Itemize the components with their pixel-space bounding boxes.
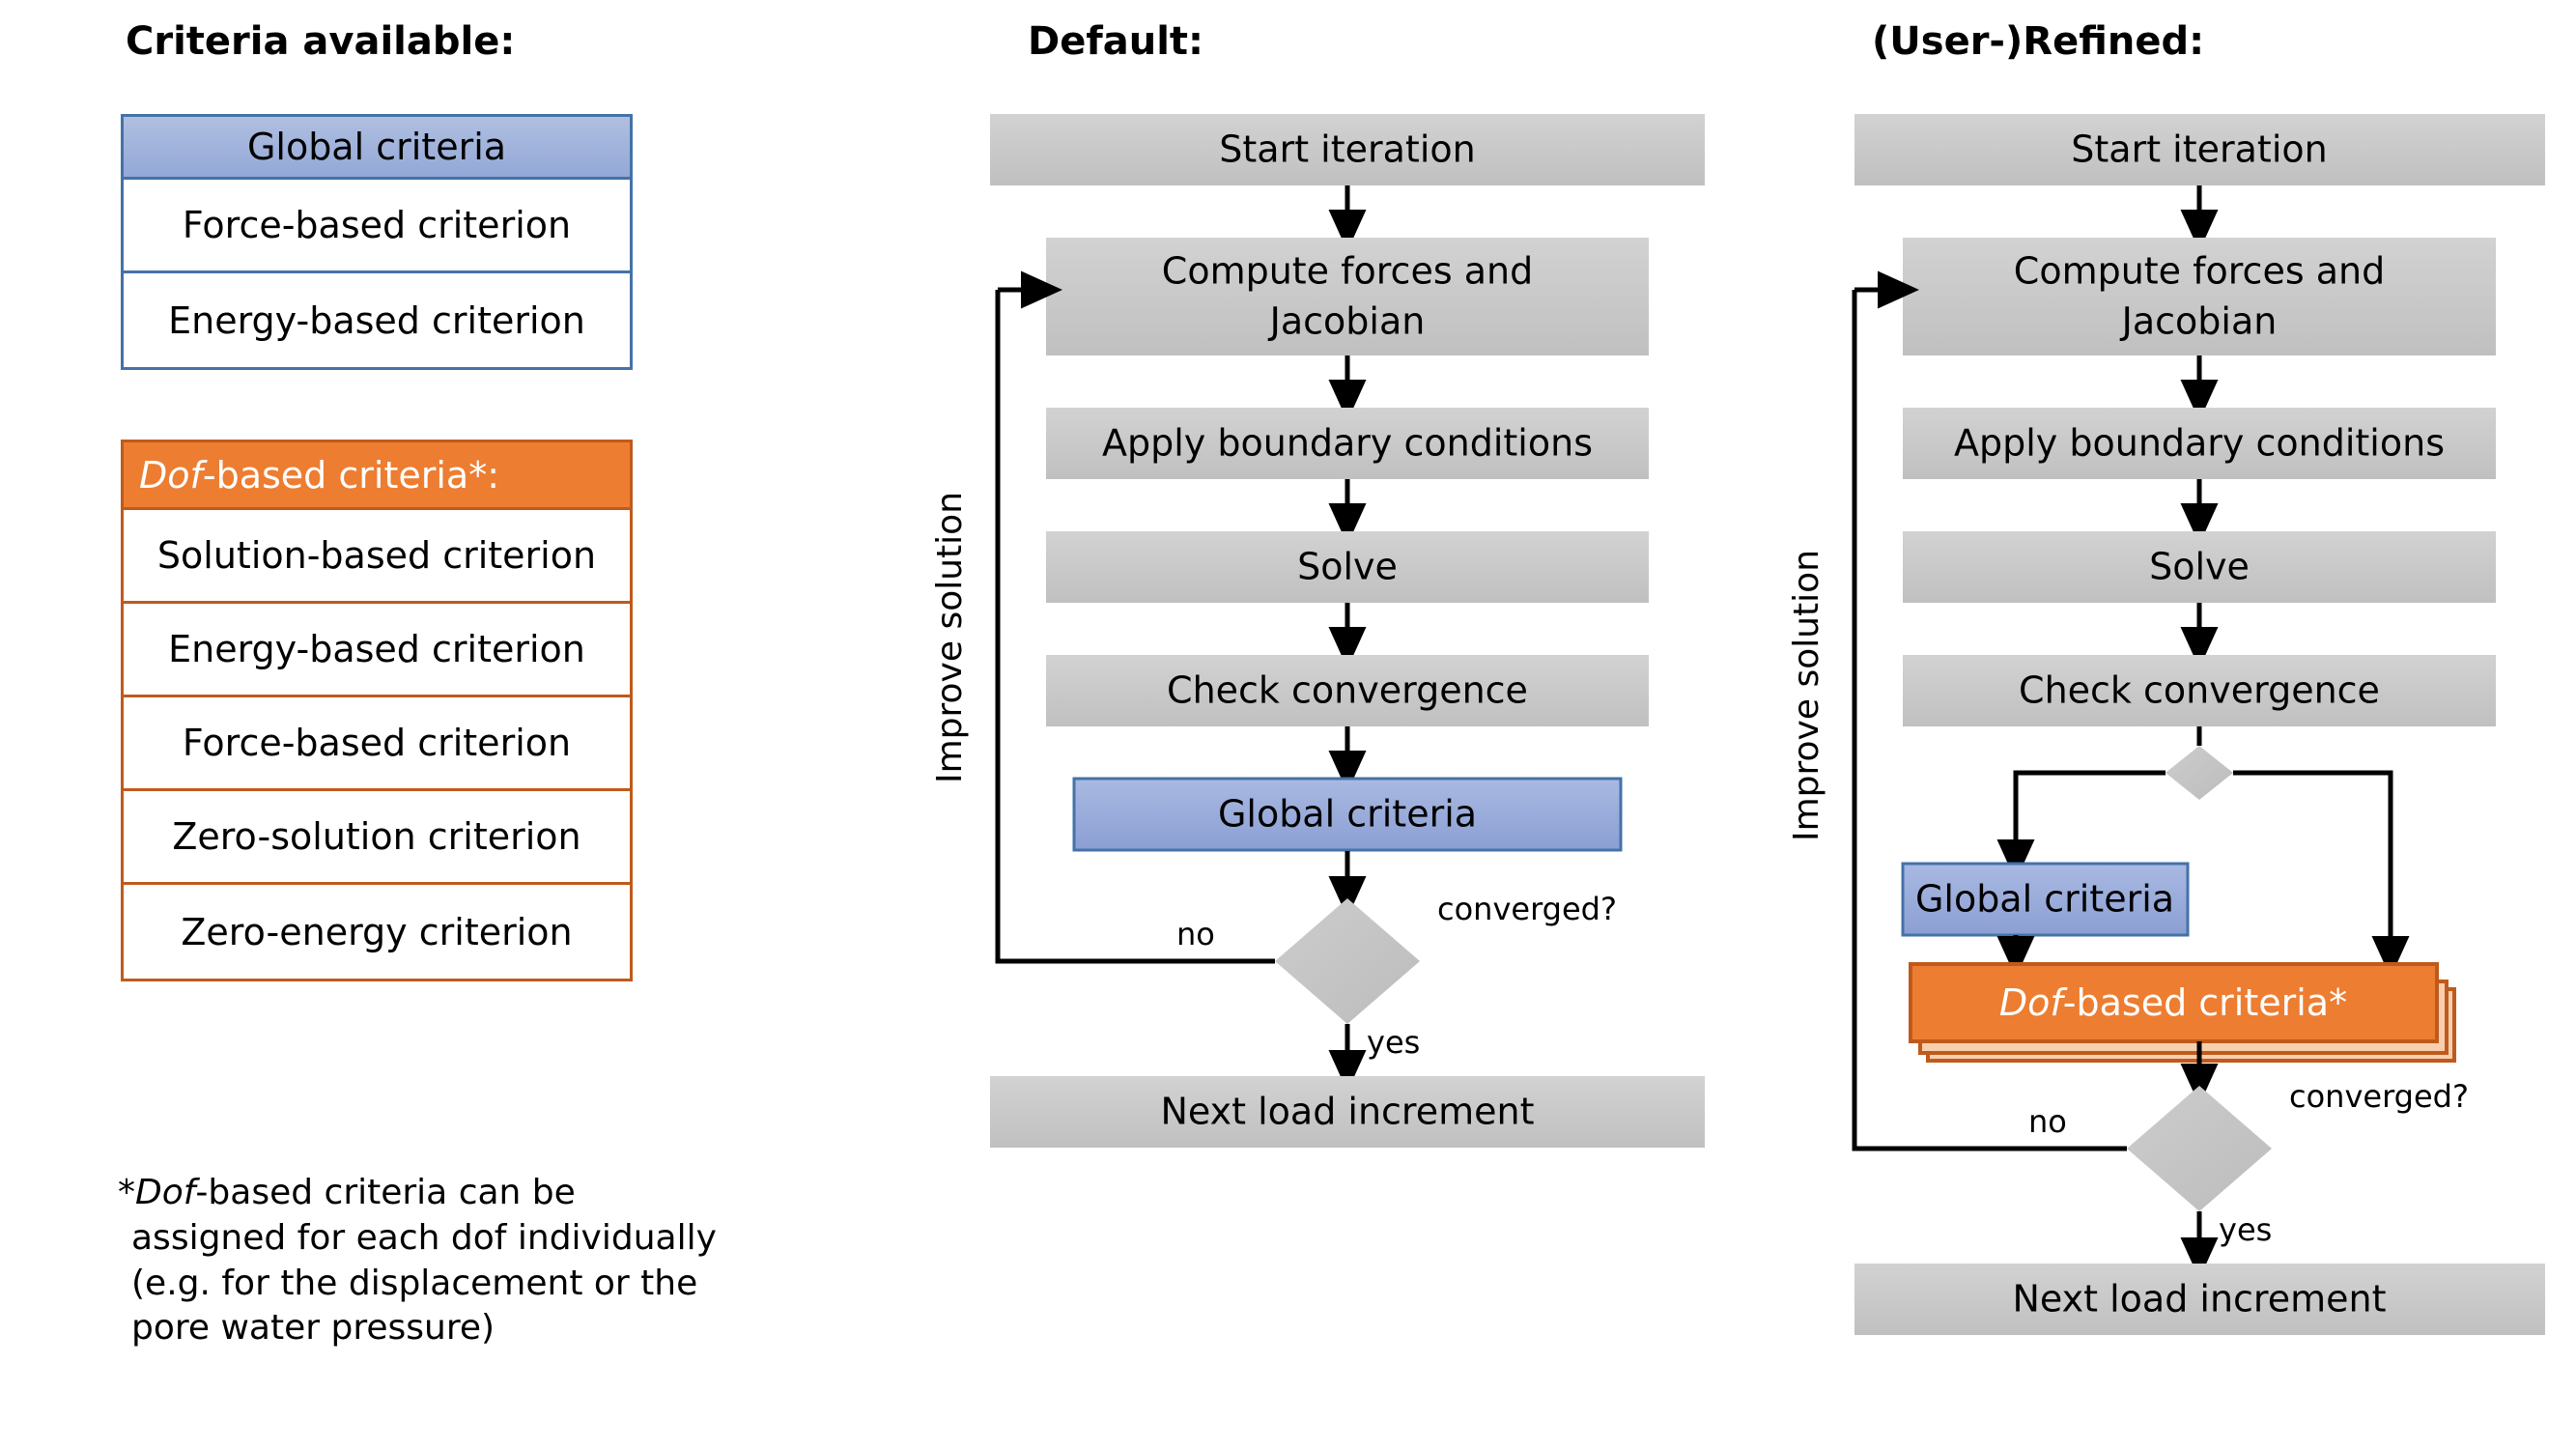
dof-header-rest: -based criteria*:	[202, 453, 500, 497]
refined-node-bc-label: Apply boundary conditions	[1954, 422, 2445, 465]
refined-node-start	[1854, 114, 2545, 185]
refined-node-check	[1903, 655, 2496, 726]
default-node-global-label: Global criteria	[1218, 793, 1477, 836]
footnote-line4: pore water pressure)	[131, 1308, 495, 1349]
refined-label-no: no	[2028, 1103, 2067, 1140]
refined-node-start-label: Start iteration	[2071, 128, 2327, 171]
refined-label-yes: yes	[2219, 1211, 2272, 1248]
refined-node-compute-label-line1: Compute forces and	[2014, 250, 2385, 293]
refined-node-dof	[1909, 962, 2439, 1043]
refined-node-next-label: Next load increment	[2013, 1278, 2387, 1321]
refined-node-compute-label-line2: Jacobian	[2120, 300, 2278, 343]
global-criteria-table-header: Global criteria	[124, 117, 630, 180]
dof-criteria-row-zero-solution: Zero-solution criterion	[124, 791, 630, 885]
criteria-available-heading: Criteria available:	[126, 19, 516, 64]
default-label-improve-solution: Improve solution	[930, 492, 970, 783]
dof-criteria-table-header: Dof-based criteria*:	[124, 442, 630, 510]
default-node-bc-label: Apply boundary conditions	[1102, 422, 1593, 465]
refined-label-converged: converged?	[2289, 1078, 2469, 1115]
global-criteria-row-energy: Energy-based criterion	[124, 273, 630, 367]
refined-node-compute	[1903, 238, 2496, 355]
refined-node-solve	[1903, 531, 2496, 603]
refined-flowchart: Start iteration Compute forces and Jacob…	[1787, 114, 2545, 1335]
dof-criteria-row-energy: Energy-based criterion	[124, 604, 630, 697]
default-flowchart: Start iteration Compute forces and Jacob…	[930, 114, 1705, 1148]
default-node-next	[990, 1076, 1705, 1148]
default-node-compute-label-line1: Compute forces and	[1162, 250, 1533, 293]
default-node-bc	[1046, 408, 1649, 479]
refined-label-improve-solution: Improve solution	[1787, 550, 1826, 841]
dof-footnote: *Dof-based criteria can be assigned for …	[118, 1171, 736, 1351]
global-criteria-row-force: Force-based criterion	[124, 180, 630, 273]
refined-node-global	[1901, 862, 2190, 937]
footnote-line2: assigned for each dof individually	[131, 1217, 717, 1258]
dof-criteria-row-zero-energy: Zero-energy criterion	[124, 885, 630, 979]
default-node-global	[1072, 777, 1623, 852]
default-node-check	[1046, 655, 1649, 726]
refined-decision-split	[2166, 746, 2233, 800]
default-label-yes: yes	[1367, 1024, 1420, 1061]
refined-decision-converged	[2127, 1086, 2272, 1211]
dof-criteria-table: Dof-based criteria*: Solution-based crit…	[121, 440, 633, 981]
default-node-start	[990, 114, 1705, 185]
refined-node-solve-label: Solve	[2149, 546, 2250, 588]
refined-node-next	[1854, 1264, 2545, 1335]
default-node-solve-label: Solve	[1297, 546, 1398, 588]
footnote-italic: Dof	[135, 1173, 196, 1212]
default-node-compute	[1046, 238, 1649, 355]
refined-node-dof-label-rest: -based criteria*	[2063, 981, 2347, 1024]
refined-heading: (User-)Refined:	[1872, 19, 2205, 64]
refined-node-dof-label-italic: Dof	[1999, 981, 2069, 1024]
refined-node-global-label: Global criteria	[1915, 878, 2174, 921]
default-label-converged: converged?	[1437, 891, 1617, 927]
global-criteria-table: Global criteria Force-based criterion En…	[121, 114, 633, 370]
default-node-check-label: Check convergence	[1167, 669, 1528, 712]
default-node-next-label: Next load increment	[1161, 1091, 1535, 1133]
default-node-compute-label-line2: Jacobian	[1268, 300, 1426, 343]
footnote-line3: (e.g. for the displacement or the	[131, 1263, 698, 1303]
refined-node-bc	[1903, 408, 2496, 479]
dof-header-italic: Dof	[139, 453, 203, 497]
default-heading: Default:	[1028, 19, 1204, 64]
default-node-start-label: Start iteration	[1219, 128, 1475, 171]
default-label-no: no	[1176, 916, 1215, 952]
dof-criteria-row-solution: Solution-based criterion	[124, 510, 630, 604]
refined-node-dof-label: Dof-based criteria*	[1999, 981, 2347, 1024]
refined-node-check-label: Check convergence	[2019, 669, 2380, 712]
footnote-star: *	[118, 1173, 135, 1212]
default-node-solve	[1046, 531, 1649, 603]
dof-criteria-row-force: Force-based criterion	[124, 697, 630, 791]
footnote-line1-rest: -based criteria can be	[195, 1173, 576, 1212]
default-decision-converged	[1275, 898, 1420, 1024]
